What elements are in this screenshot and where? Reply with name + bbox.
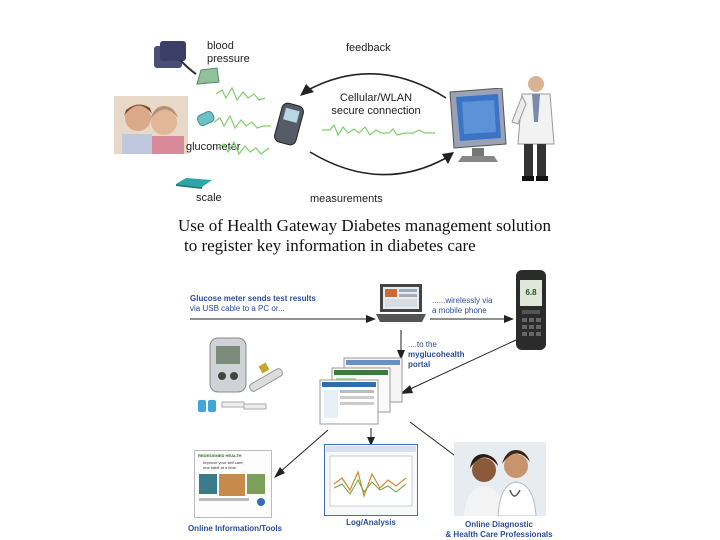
- wireless-text: ......wirelessly via a mobile phone: [432, 296, 492, 316]
- figure-caption: Use of Health Gateway Diabetes managemen…: [178, 216, 598, 256]
- info-panel-title: REDESIGNED HEALTH: [195, 451, 271, 460]
- caption-line-2: to register key information in diabetes …: [178, 236, 598, 256]
- log-analysis-chart: [324, 444, 418, 516]
- log-analysis-label: Log/Analysis: [326, 518, 416, 528]
- gateway-device-icon: [272, 102, 306, 146]
- portal-screenshots: [318, 356, 406, 428]
- caption-line-1: Use of Health Gateway Diabetes managemen…: [178, 216, 598, 236]
- computer-monitor-icon: [448, 88, 512, 164]
- scale-icon: [176, 176, 212, 190]
- online-diagnostic-label: Online Diagnostic & Health Care Professi…: [434, 520, 564, 540]
- online-info-panel: REDESIGNED HEALTH Improve your self care…: [194, 450, 272, 518]
- doctor-figure: [506, 72, 562, 184]
- arrow-portal-to-info: [272, 428, 332, 480]
- patient-photo: [114, 96, 188, 154]
- bp-monitor-icon: [195, 66, 221, 86]
- scale-label: scale: [196, 192, 222, 205]
- arrow-meter-to-pc: [190, 314, 376, 324]
- laptop-icon: [376, 282, 428, 328]
- phone-reading: 6.8: [520, 288, 542, 297]
- feedback-label: feedback: [346, 42, 391, 55]
- online-info-label: Online Information/Tools: [180, 524, 290, 534]
- secure-connection-signal: [322, 122, 442, 138]
- measurements-label: measurements: [310, 193, 383, 206]
- measurements-arc: [300, 146, 460, 186]
- glucose-meter-text: Glucose meter sends test results via USB…: [190, 294, 316, 314]
- info-panel-images: [195, 470, 271, 510]
- blood-pressure-label: blood pressure: [207, 40, 250, 66]
- connection-label: Cellular/WLAN secure connection: [326, 92, 426, 118]
- glucose-meter-kit-photo: [192, 328, 288, 418]
- health-care-professionals-photo: [454, 442, 546, 516]
- arrow-pc-to-phone: [430, 314, 514, 324]
- arrow-phone-to-portal: [398, 338, 520, 396]
